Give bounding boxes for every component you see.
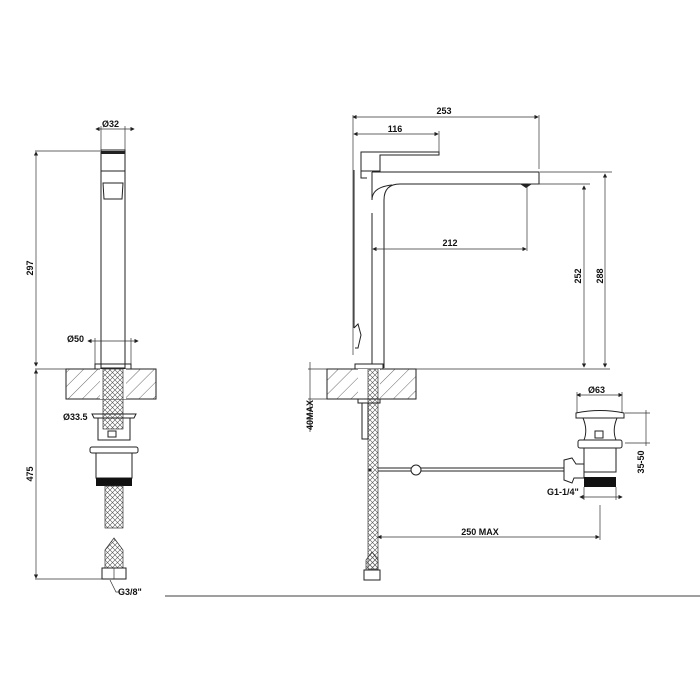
dim-height-above: 297 xyxy=(25,260,35,275)
dim-rod-distance: 250 MAX xyxy=(461,527,499,537)
dim-outlet-height: 252 xyxy=(573,268,583,283)
dim-connection: G3/8" xyxy=(118,587,142,597)
dim-waste-diameter: Ø63 xyxy=(588,385,605,395)
dim-lever-length: 116 xyxy=(388,124,403,134)
side-view: Ø32 297 Ø50 Ø33.5 xyxy=(25,119,157,597)
dim-spout-reach: 212 xyxy=(442,238,457,248)
dim-overall-height: 288 xyxy=(595,268,605,283)
dim-diameter-nut: Ø33.5 xyxy=(63,412,88,422)
dim-length-below: 475 xyxy=(25,466,35,481)
dim-diameter-top: Ø32 xyxy=(102,119,119,129)
dim-waste-range: 35-50 xyxy=(636,450,646,473)
dim-waste-thread: G1-1/4" xyxy=(547,487,579,497)
front-view: 253 116 212 252 288 xyxy=(305,106,650,581)
dim-deck-thickness: 40MAX xyxy=(305,400,315,430)
dim-diameter-base: Ø50 xyxy=(67,334,84,344)
dim-overall-length: 253 xyxy=(436,106,451,116)
